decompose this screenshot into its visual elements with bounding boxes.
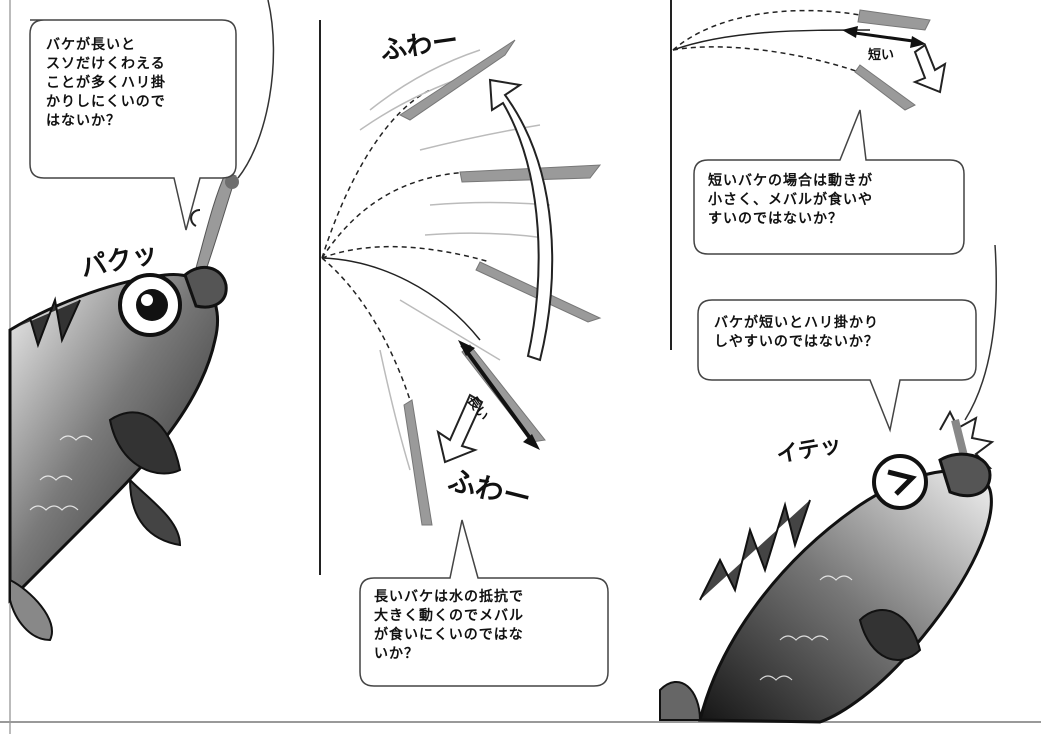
bubble-text-long-resistance: 長いバケは水の抵抗で 大きく動くのでメバル が食いにくいのではな いか？: [374, 589, 524, 662]
bubble-text-long-question: バケが長いと スソだけくわえる ことが多くハリ掛 かりしにくいので はないか？: [46, 37, 166, 129]
long-length-marker: [458, 340, 540, 450]
fishing-line-1: [237, 0, 275, 179]
short-length-marker: [842, 26, 926, 48]
fishing-line-2: [964, 244, 997, 421]
down-arrow: [436, 393, 484, 464]
speech-bubble-short-hook: [697, 299, 977, 433]
rockfish-right: [659, 409, 995, 724]
short-lures: [854, 9, 931, 111]
speech-bubble-long-question: [29, 19, 237, 231]
swing-lines-short: [672, 9, 881, 81]
speech-bubble-short-movement: [693, 109, 965, 255]
label-short: 短い: [868, 48, 895, 63]
rockfish-left: [8, 265, 228, 642]
speech-bubble-long-resistance: [359, 519, 609, 687]
bubble-text-short-movement: 短いバケの場合は動きが 小さく、メバルが食いや すいのではないか？: [708, 173, 873, 227]
motion-streaks: [359, 49, 551, 471]
bubble-text-short-hook: バケが短いとハリ掛かり しやすいのではないか？: [714, 315, 879, 350]
swing-lines-long: [321, 89, 491, 401]
short-down-arrow: [912, 43, 947, 94]
curve-arrow: [488, 78, 554, 362]
lure-positions: [398, 39, 602, 526]
